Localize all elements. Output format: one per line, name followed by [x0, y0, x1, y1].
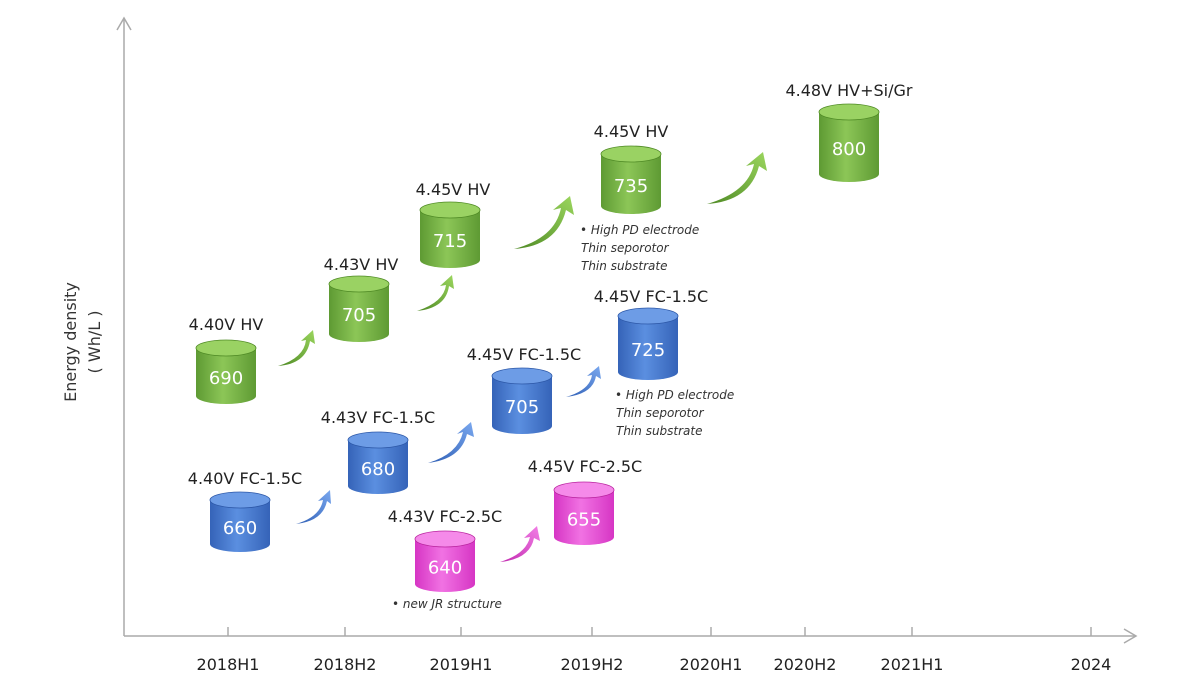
- cylinder-label: 4.45V FC-1.5C: [467, 345, 581, 364]
- arrow-hv-2: [417, 275, 454, 311]
- cylinder-body: [210, 500, 270, 552]
- x-tick-label: 2018H2: [314, 655, 377, 674]
- x-tick-label: 2021H1: [881, 655, 944, 674]
- y-axis-label-line2: ( Wh/L ): [85, 311, 104, 374]
- cylinder-top: [347, 431, 409, 449]
- arrow-hv-1: [278, 330, 315, 366]
- cylinder-hv-440: 690 4.40V HV: [189, 315, 264, 404]
- x-axis-arrow: [1123, 628, 1138, 644]
- cylinders: 690 4.40V HV 705 4.43V HV 715 4.45V HV 735 4.45…: [188, 81, 913, 592]
- note-hv-line1: • High PD electrode: [580, 223, 699, 237]
- cylinder-hv-445a: 715 4.45V HV: [416, 180, 491, 268]
- cylinder-fc15-445b: 725 4.45V FC-1.5C: [594, 287, 708, 380]
- cylinder-top: [617, 307, 679, 325]
- cylinder-body: [819, 112, 879, 182]
- x-tick-label: 2024: [1071, 655, 1112, 674]
- cylinder-hv-448: 800 4.48V HV+Si/Gr: [785, 81, 913, 182]
- cylinder-top: [491, 367, 553, 385]
- cylinder-value: 735: [614, 176, 648, 197]
- axes: 2018H1 2018H2 2019H1 2019H2 2020H1 2020H2 2021…: [116, 16, 1138, 674]
- cylinder-value: 705: [505, 397, 539, 418]
- x-tick-label: 2018H1: [197, 655, 260, 674]
- arrow-fc15-2: [428, 422, 474, 463]
- arrow-fc15-3: [566, 366, 601, 397]
- cylinder-fc15-443: 680 4.43V FC-1.5C: [321, 408, 435, 494]
- y-axis-label-line1: Energy density: [61, 282, 80, 402]
- cylinder-value: 725: [631, 340, 665, 361]
- note-hv: • High PD electrode Thin seporotor Thin …: [580, 223, 699, 273]
- cylinder-fc25-445: 655 4.45V FC-2.5C: [528, 457, 642, 545]
- note-jr: • new JR structure: [392, 597, 502, 611]
- x-tick-label: 2019H1: [430, 655, 493, 674]
- cylinder-top: [328, 275, 390, 293]
- cylinder-value: 660: [223, 518, 257, 539]
- x-tick-label: 2020H2: [774, 655, 837, 674]
- cylinder-body: [554, 490, 614, 545]
- y-axis-label: Energy density ( Wh/L ): [61, 282, 104, 402]
- cylinder-value: 690: [209, 368, 243, 389]
- arrows: [278, 152, 767, 562]
- cylinder-fc15-440: 660 4.40V FC-1.5C: [188, 469, 302, 552]
- cylinder-fc25-443: 640 4.43V FC-2.5C: [388, 507, 502, 592]
- cylinder-value: 640: [428, 558, 462, 579]
- cylinder-label: 4.40V FC-1.5C: [188, 469, 302, 488]
- cylinder-value: 705: [342, 305, 376, 326]
- cylinder-body: [196, 348, 256, 404]
- cylinder-label: 4.45V HV: [416, 180, 491, 199]
- cylinder-top: [209, 491, 271, 509]
- note-fc-line3: Thin substrate: [616, 424, 703, 438]
- cylinder-body: [329, 284, 389, 342]
- x-tick-label: 2020H1: [680, 655, 743, 674]
- arrow-fc25-1: [500, 526, 540, 562]
- cylinder-hv-443: 705 4.43V HV: [324, 255, 399, 342]
- cylinder-hv-445b: 735 4.45V HV: [594, 122, 669, 214]
- cylinder-label: 4.43V HV: [324, 255, 399, 274]
- cylinder-top: [195, 339, 257, 357]
- cylinder-label: 4.43V FC-2.5C: [388, 507, 502, 526]
- cylinder-value: 680: [361, 459, 395, 480]
- cylinder-body: [618, 316, 678, 380]
- note-hv-line3: Thin substrate: [581, 259, 668, 273]
- x-tick-label: 2019H2: [561, 655, 624, 674]
- y-axis-arrow: [116, 16, 132, 31]
- cylinder-top: [419, 201, 481, 219]
- cylinder-value: 715: [433, 231, 467, 252]
- cylinder-top: [600, 145, 662, 163]
- arrow-fc15-1: [296, 490, 331, 524]
- cylinder-body: [348, 440, 408, 494]
- note-fc-line1: • High PD electrode: [615, 388, 734, 402]
- cylinder-value: 655: [567, 510, 601, 531]
- cylinder-body: [420, 210, 480, 268]
- cylinder-label: 4.48V HV+Si/Gr: [785, 81, 912, 100]
- cylinder-value: 800: [832, 139, 866, 160]
- arrow-hv-4: [707, 152, 767, 204]
- cylinder-label: 4.40V HV: [189, 315, 264, 334]
- cylinder-top: [553, 481, 615, 499]
- cylinder-label: 4.43V FC-1.5C: [321, 408, 435, 427]
- note-jr-line1: • new JR structure: [392, 597, 502, 611]
- x-axis-ticks: 2018H1 2018H2 2019H1 2019H2 2020H1 2020H2 2021…: [197, 627, 1112, 674]
- cylinder-fc15-445a: 705 4.45V FC-1.5C: [467, 345, 581, 434]
- note-hv-line2: Thin seporotor: [581, 241, 670, 255]
- note-fc-line2: Thin seporotor: [616, 406, 705, 420]
- cylinder-label: 4.45V FC-2.5C: [528, 457, 642, 476]
- cylinder-top: [818, 103, 880, 121]
- cylinder-label: 4.45V FC-1.5C: [594, 287, 708, 306]
- cylinder-top: [414, 530, 476, 548]
- arrow-hv-3: [514, 196, 574, 249]
- cylinder-body: [492, 376, 552, 434]
- note-fc: • High PD electrode Thin seporotor Thin …: [615, 388, 734, 438]
- cylinder-body: [415, 539, 475, 592]
- cylinder-body: [601, 154, 661, 214]
- cylinder-label: 4.45V HV: [594, 122, 669, 141]
